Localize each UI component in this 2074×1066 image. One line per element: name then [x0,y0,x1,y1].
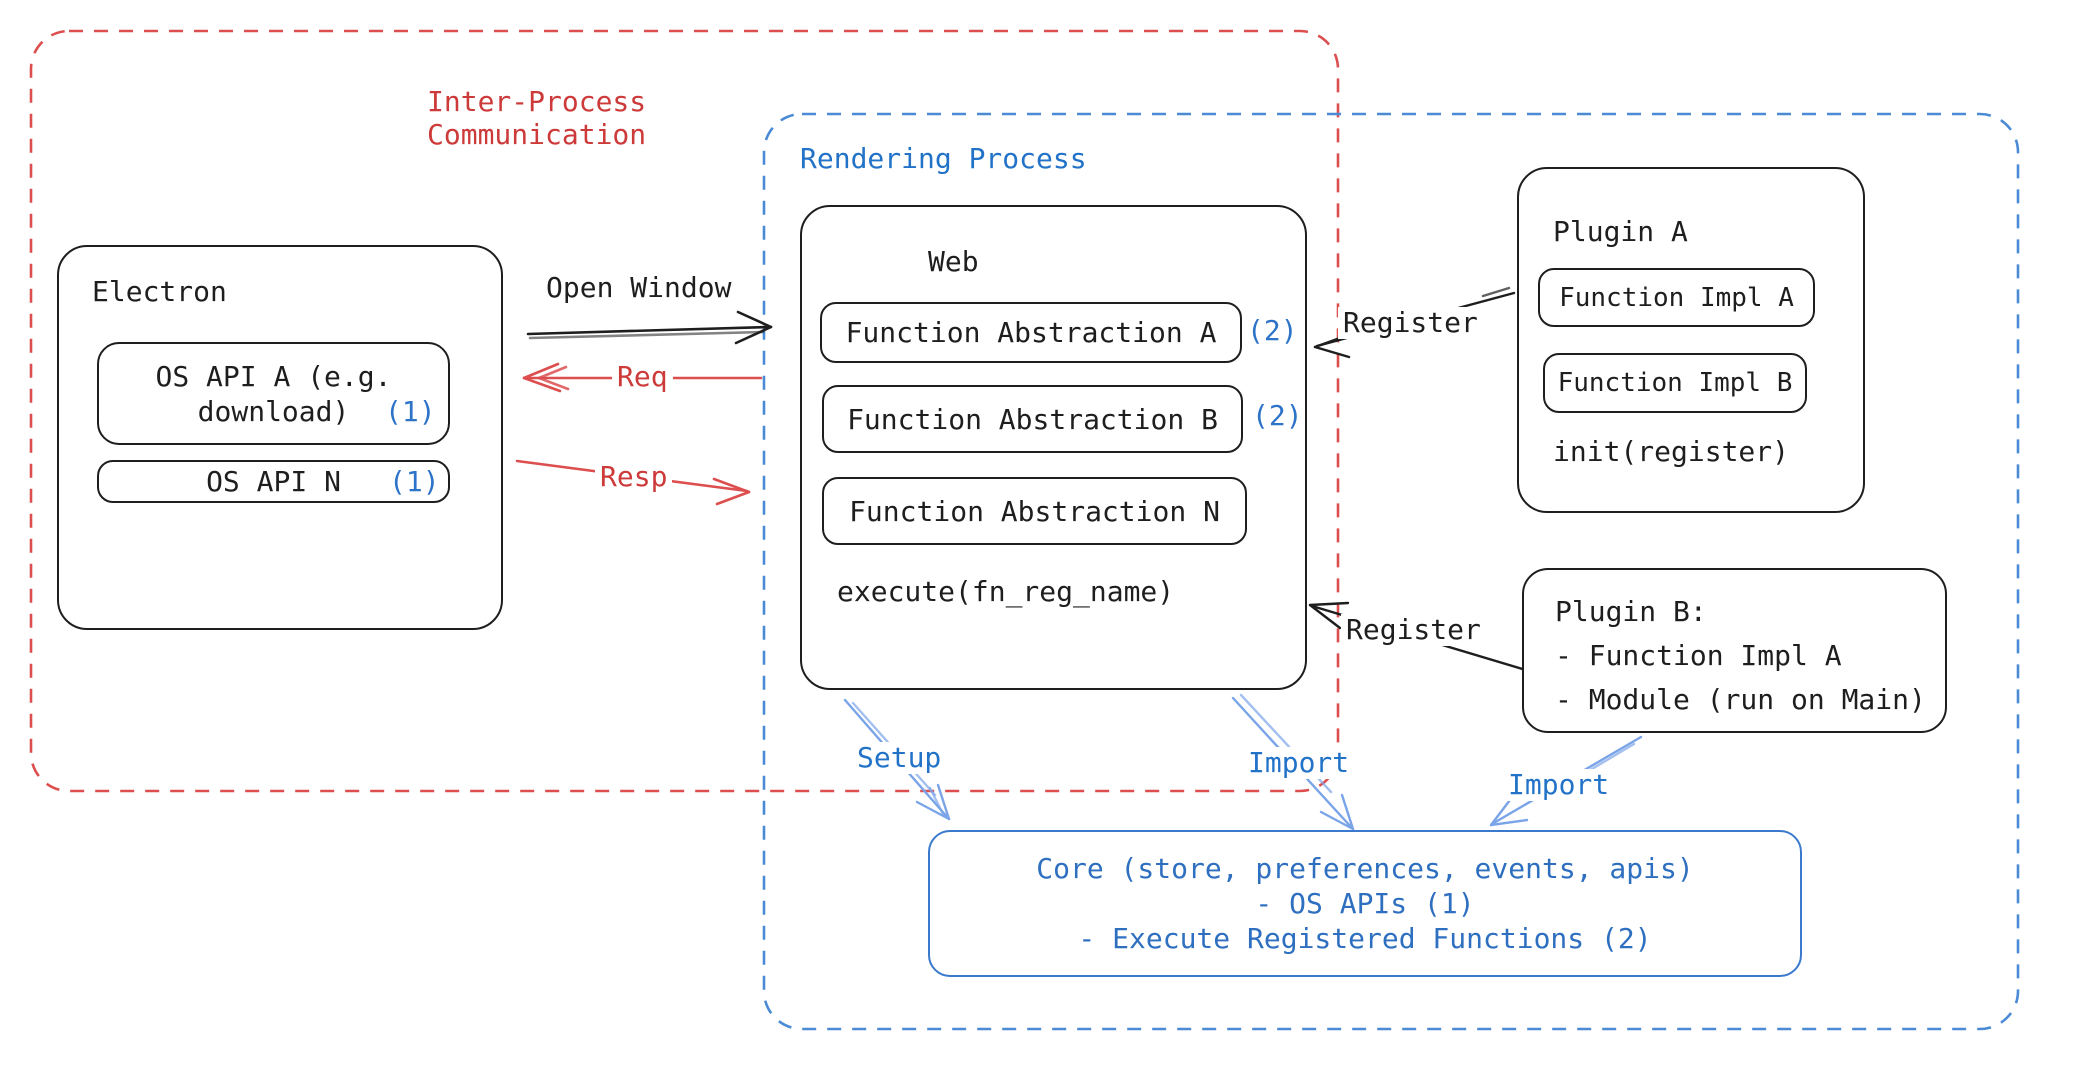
core-line-2: - OS APIs (1) [1255,887,1475,920]
plugin-b-box [1522,568,1947,733]
function-abstraction-b-box: Function Abstraction B [822,385,1243,453]
rendering-region-title: Rendering Process [800,142,1087,175]
import-center-label: Import [1243,747,1355,779]
ipc-region-outline [29,29,1340,793]
os-api-a-label-line1: OS API A (e.g. [155,359,392,393]
os-api-a-box: OS API A (e.g. download) (1) [97,342,450,445]
function-abstraction-b-ref: (2) [1252,399,1303,432]
ipc-region-title: Inter-Process Communication [427,85,647,151]
os-api-n-box: OS API N (1) [97,460,450,503]
open-window-arrow [526,310,773,345]
execute-label: execute(fn_reg_name) [837,575,1175,608]
function-impl-b-box: Function Impl B [1543,353,1807,413]
function-abstraction-a-label: Function Abstraction A [845,316,1217,349]
function-impl-b-label: Function Impl B [1557,368,1793,398]
core-line-3: - Execute Registered Functions (2) [1078,922,1652,955]
plugin-a-box [1517,167,1865,513]
import-right-label: Import [1503,769,1615,801]
setup-label: Setup [852,742,947,774]
register-top-label: Register [1338,307,1483,339]
os-api-n-label: OS API N [206,465,341,498]
rendering-region-outline [762,112,2020,1031]
req-label: Req [612,361,673,393]
resp-label: Resp [595,461,673,493]
electron-box-title: Electron [92,275,227,308]
core-line-1: Core (store, preferences, events, apis) [1036,852,1694,885]
function-impl-a-box: Function Impl A [1538,268,1815,327]
web-box-title: Web [928,245,979,278]
init-register-label: init(register) [1553,435,1790,468]
function-impl-a-label: Function Impl A [1559,282,1794,313]
open-window-label: Open Window [546,271,732,304]
function-abstraction-n-box: Function Abstraction N [822,477,1247,545]
plugin-a-box-title: Plugin A [1553,215,1688,248]
register-bottom-label: Register [1341,614,1486,646]
os-api-a-label-line2: download) [197,394,350,428]
os-api-n-ref: (1) [389,465,440,498]
function-abstraction-n-label: Function Abstraction N [849,494,1220,528]
function-abstraction-a-ref: (2) [1247,314,1298,347]
os-api-a-ref: (1) [385,395,436,428]
plugin-b-text: Plugin B: - Function Impl A - Module (ru… [1555,595,1926,716]
function-abstraction-a-box: Function Abstraction A [820,302,1242,363]
function-abstraction-b-label: Function Abstraction B [847,402,1218,436]
core-box: Core (store, preferences, events, apis) … [928,830,1802,977]
